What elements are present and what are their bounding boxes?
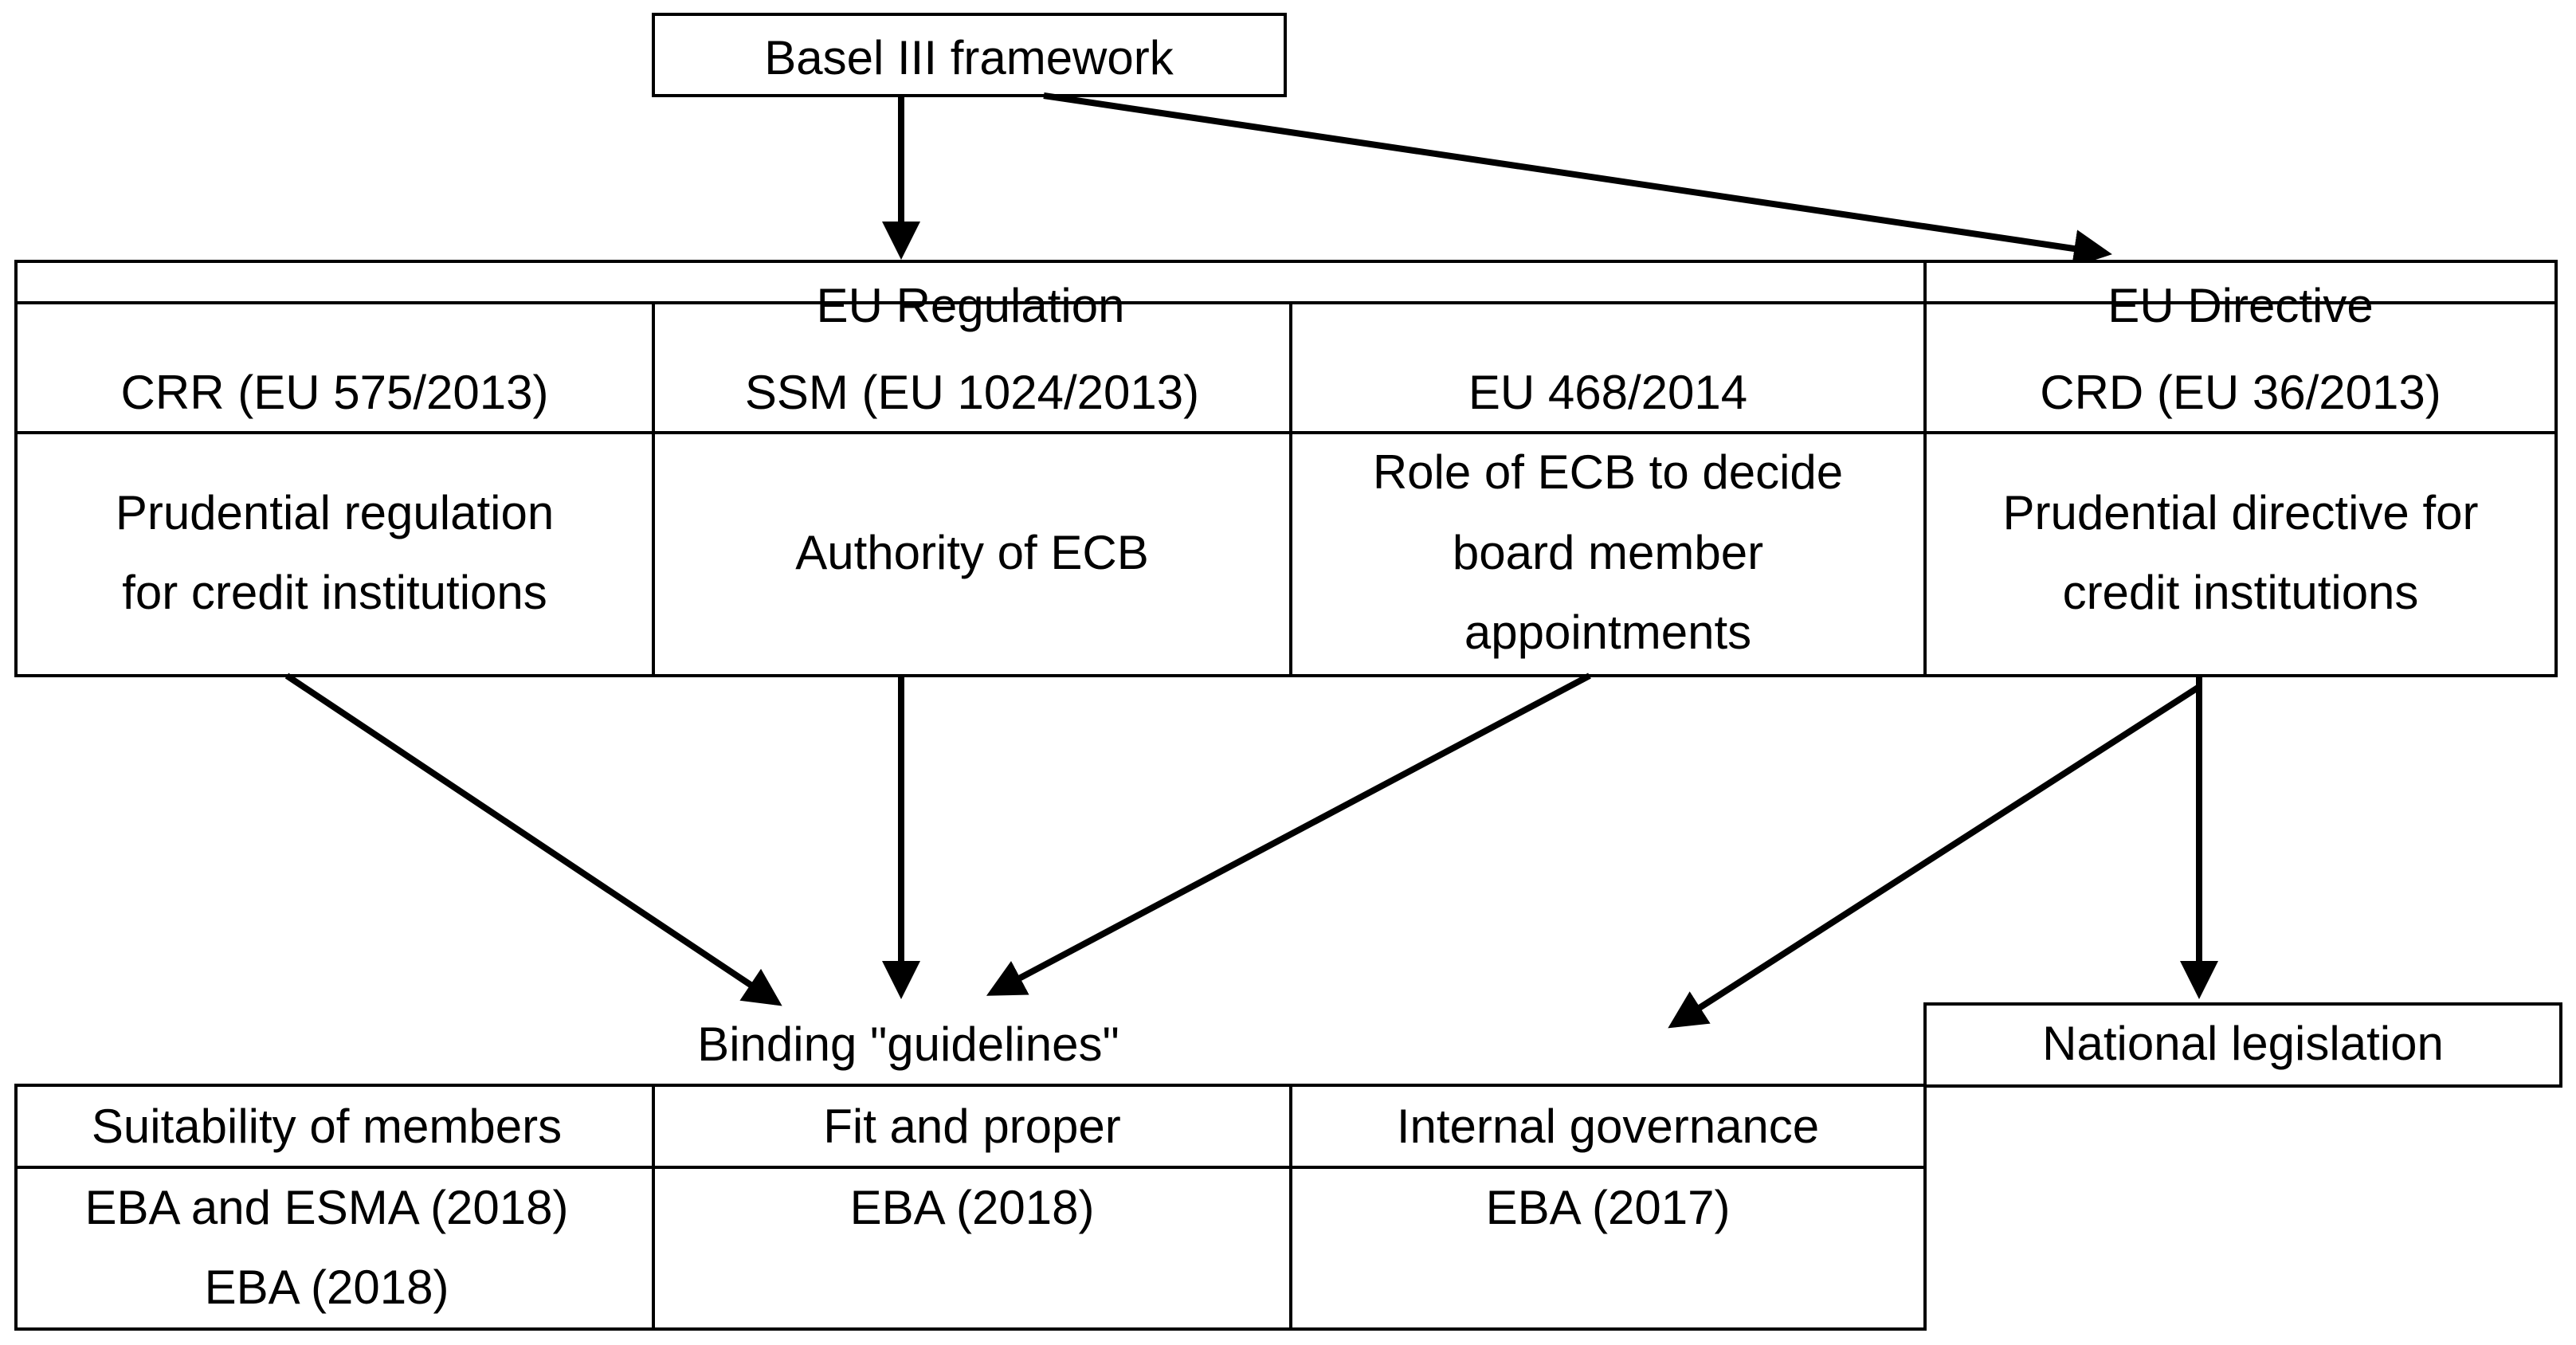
internal-governance-title: Internal governance [1397, 1100, 1819, 1153]
national-legislation-node: National legislation [1923, 1002, 2562, 1088]
arrow-crd-to-guidelines [1668, 684, 2202, 1029]
basel-iii-node: Basel III framework [652, 13, 1287, 97]
eu-468-title: EU 468/2014 [1468, 366, 1747, 419]
basel-iii-label: Basel III framework [764, 31, 1174, 84]
eu-468-description-line-2: board member [1453, 526, 1763, 579]
suitability-title: Suitability of members [92, 1100, 562, 1153]
ssm-title: SSM (EU 1024/2013) [745, 366, 1199, 419]
crd-title: CRD (EU 36/2013) [2040, 366, 2441, 419]
guidelines-table: Suitability of members Fit and proper In… [14, 1084, 1927, 1331]
crd-description-line-1: Prudential directive for [2003, 486, 2479, 539]
suitability-ref-1: EBA and ESMA (2018) [84, 1181, 568, 1234]
eu-468-description-line-3: appointments [1464, 606, 1751, 659]
arrow-crr-to-guidelines [284, 672, 782, 1006]
national-legislation-label: National legislation [2042, 1017, 2444, 1070]
ssm-description: Authority of ECB [795, 526, 1149, 579]
binding-guidelines-label: Binding "guidelines" [697, 1018, 1119, 1071]
fit-and-proper-title: Fit and proper [823, 1100, 1121, 1153]
eu-directive-header: EU Directive [2107, 279, 2373, 332]
arrow-basel-to-directive [1043, 92, 2112, 268]
eu-legislation-table: EU Regulation EU Directive CRR (EU 575/2… [14, 260, 2558, 677]
eu-regulation-header: EU Regulation [817, 279, 1125, 332]
internal-governance-ref: EBA (2017) [1486, 1181, 1731, 1234]
fit-and-proper-ref: EBA (2018) [850, 1181, 1095, 1234]
arrow-eu468-to-guidelines [986, 672, 1591, 996]
crd-description-line-2: credit institutions [2063, 566, 2419, 619]
crr-description-line-1: Prudential regulation [116, 486, 554, 539]
suitability-ref-2: EBA (2018) [205, 1261, 449, 1314]
crr-description-line-2: for credit institutions [122, 566, 547, 619]
eu-468-description-line-1: Role of ECB to decide [1373, 445, 1843, 499]
crr-title: CRR (EU 575/2013) [121, 366, 549, 419]
